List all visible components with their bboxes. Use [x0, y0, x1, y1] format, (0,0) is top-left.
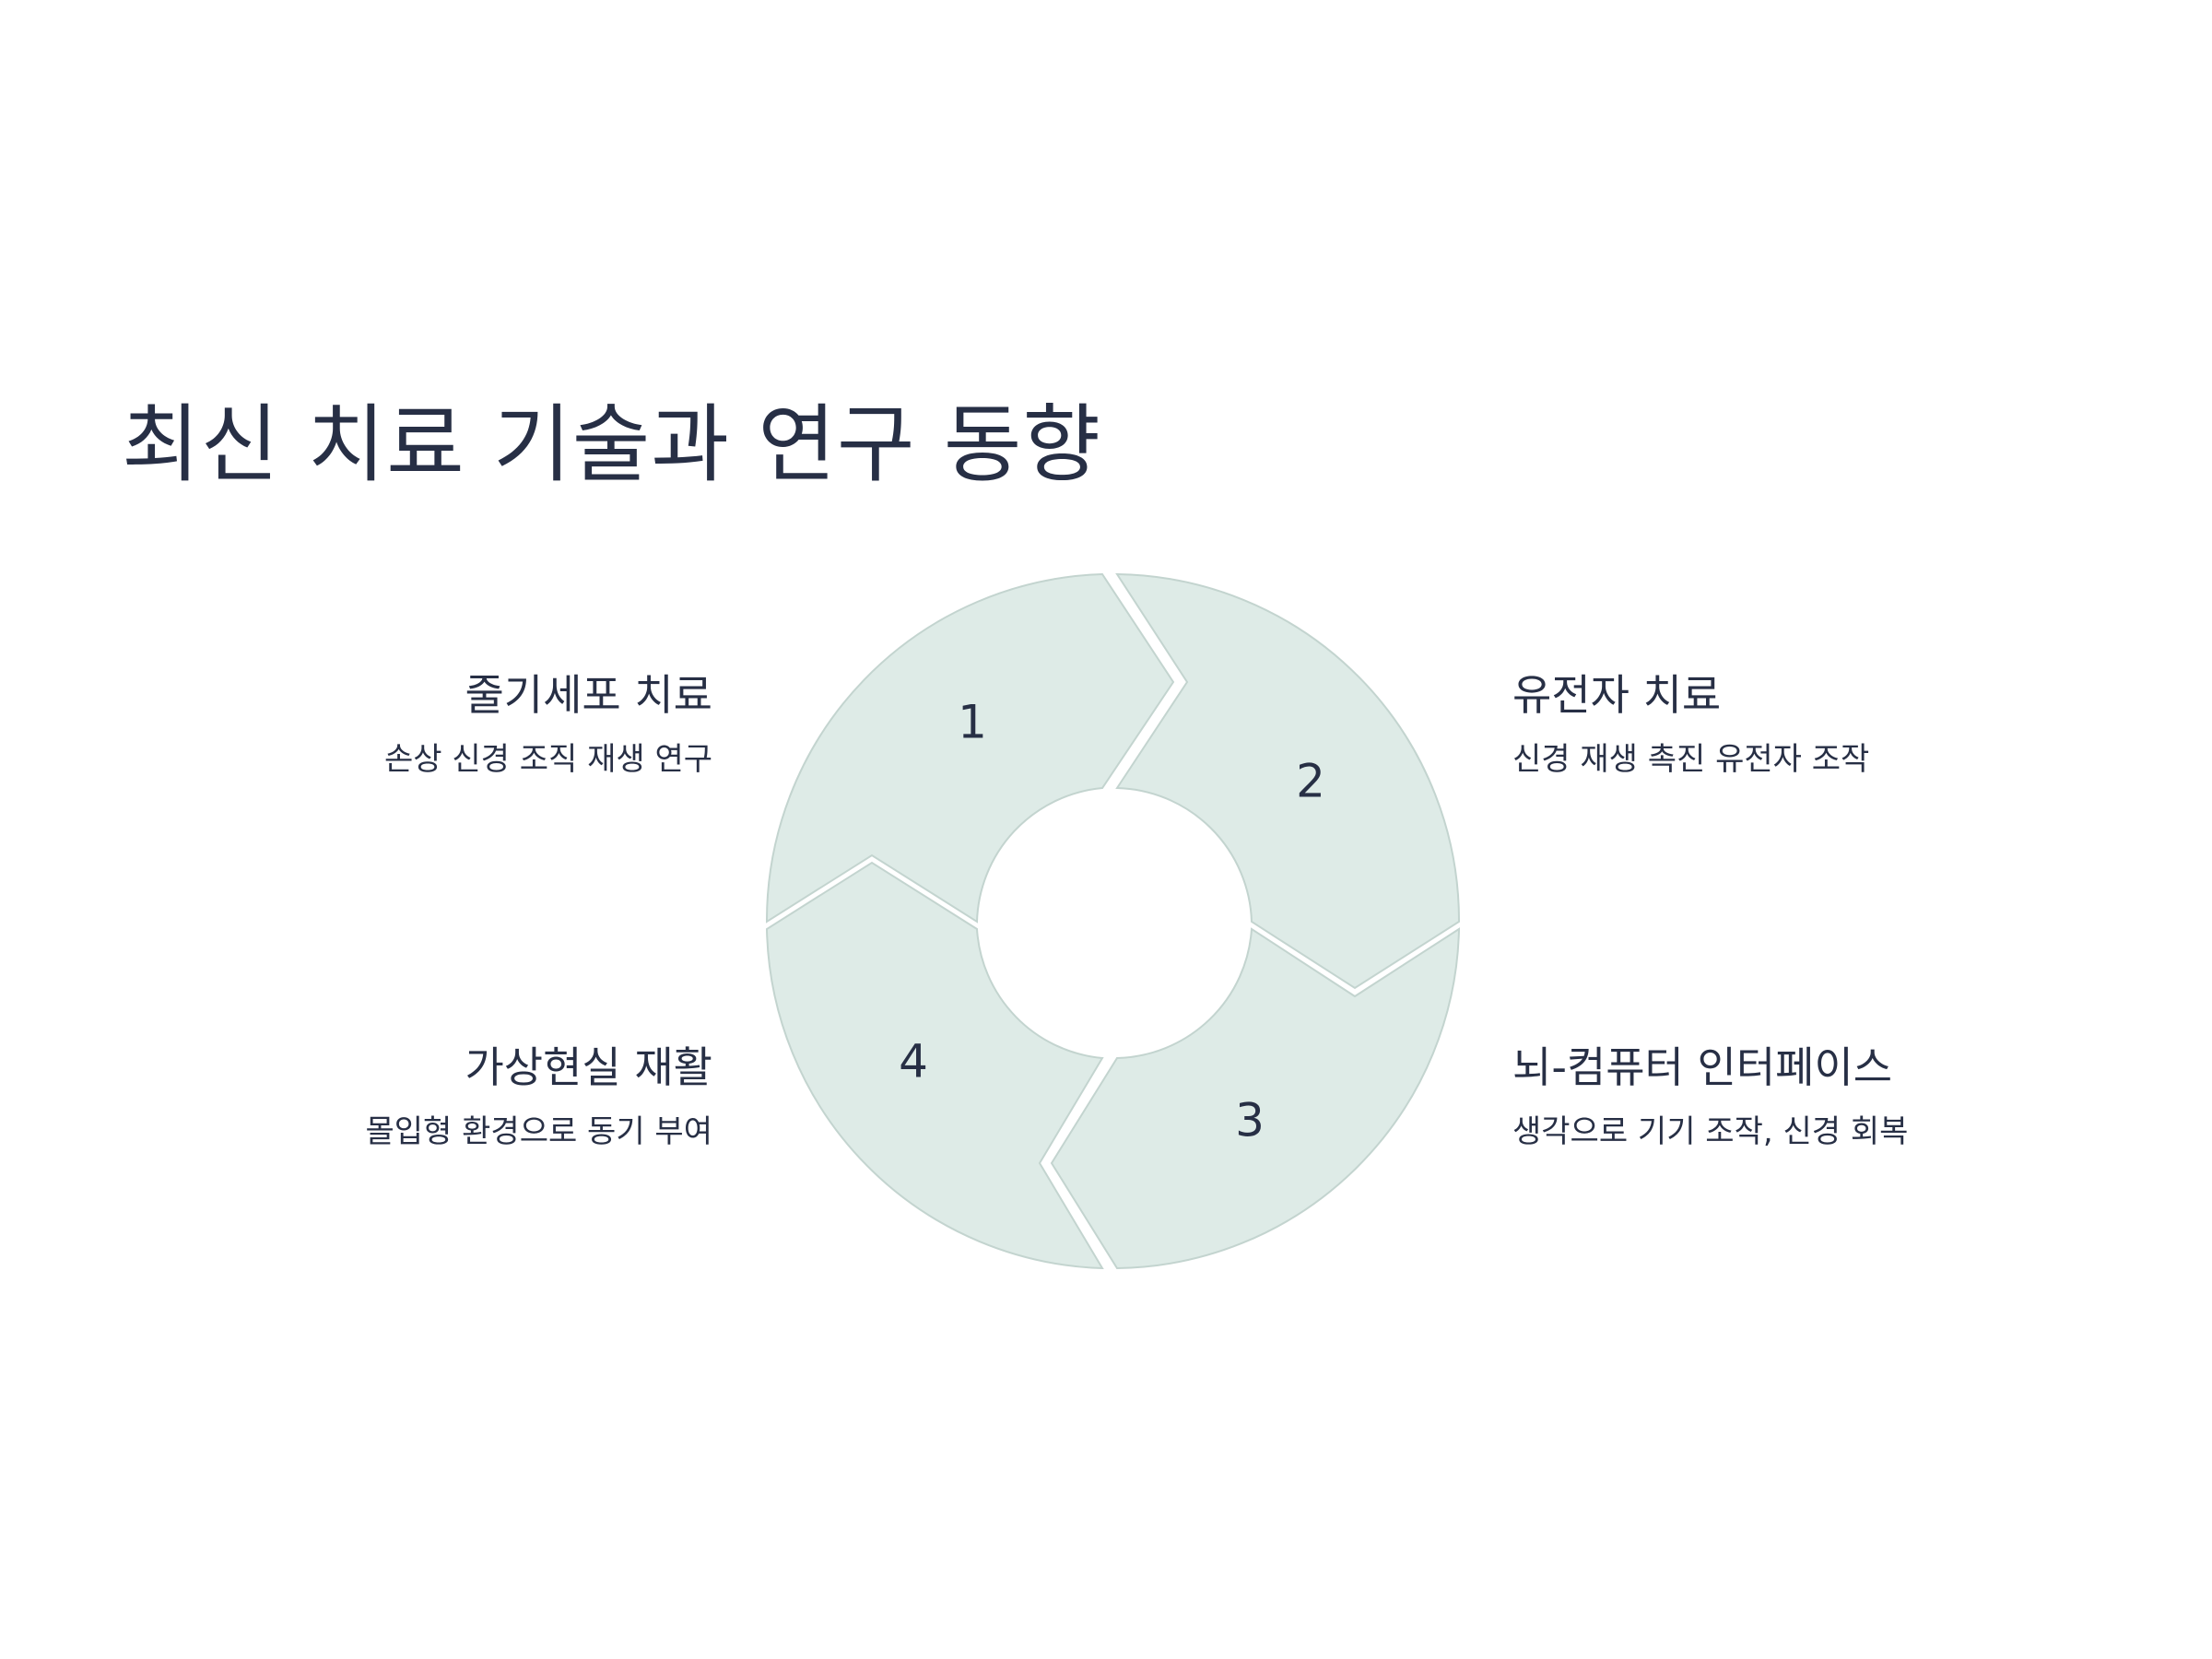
cycle-segments [765, 572, 1461, 1270]
step-number-1: 1 [958, 696, 987, 749]
slide-title: 최신 치료 기술과 연구 동향 [122, 395, 1102, 494]
step-title-3: 뇌-컴퓨터 인터페이스 [1512, 1042, 1893, 1092]
step-description-2: 신경 재생 촉진 유전자 조작 [1512, 741, 1870, 779]
cycle-segment-3 [1050, 927, 1461, 1270]
step-number-4: 4 [899, 1035, 928, 1088]
cycle-segment-1 [765, 572, 1175, 924]
step-number-2: 2 [1296, 755, 1325, 808]
step-description-4: 몰입형 환경으로 동기 부여 [365, 1113, 712, 1151]
step-description-1: 손상 신경 조직 재생 연구 [383, 741, 712, 779]
step-number-3: 3 [1235, 1094, 1265, 1147]
step-title-4: 가상현실 재활 [465, 1042, 712, 1092]
cycle-segment-2 [1115, 572, 1461, 990]
step-description-3: 생각으로 기기 조작, 신경 회복 [1512, 1113, 1909, 1151]
step-label-2: 유전자 치료 신경 재생 촉진 유전자 조작 [1512, 670, 2065, 779]
step-label-3: 뇌-컴퓨터 인터페이스 생각으로 기기 조작, 신경 회복 [1512, 1042, 2065, 1151]
step-label-1: 줄기세포 치료 손상 신경 조직 재생 연구 [159, 670, 712, 779]
step-title-1: 줄기세포 치료 [465, 670, 712, 720]
step-title-2: 유전자 치료 [1512, 670, 1722, 720]
cycle-segment-4 [765, 861, 1104, 1270]
step-label-4: 가상현실 재활 몰입형 환경으로 동기 부여 [159, 1042, 712, 1151]
